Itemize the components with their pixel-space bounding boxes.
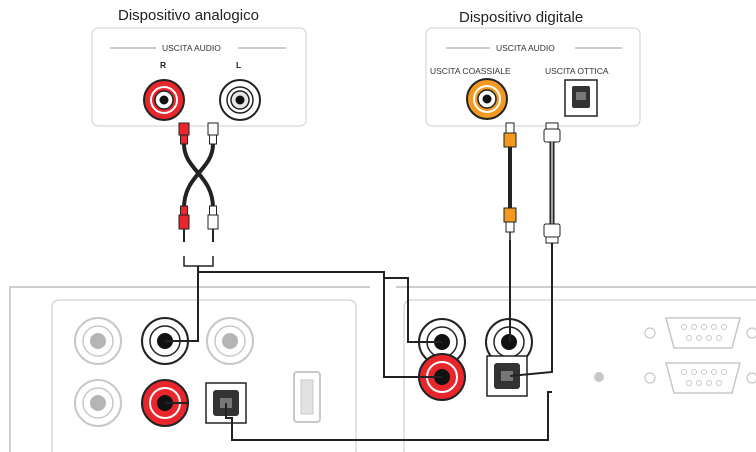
digital-device-title: Dispositivo digitale [459, 9, 584, 26]
usb-port [293, 371, 321, 423]
channel-left-label: L [236, 60, 242, 70]
analog-device-panel [91, 27, 307, 127]
analog-rca-cable [178, 122, 219, 267]
unused-jack-top-left [74, 317, 122, 365]
unused-jack-bottom-left [74, 379, 122, 427]
optical-cable [543, 122, 561, 244]
main-unit-rear-panel [9, 286, 756, 452]
indicator-dot [594, 372, 604, 382]
channel-right-label: R [160, 60, 167, 70]
optical-input-jack-right [486, 355, 528, 397]
analog-rca-right-jack [143, 79, 185, 121]
coaxial-cable [503, 122, 517, 240]
optical-output-jack [564, 79, 598, 117]
analog-rca-left-jack [219, 79, 261, 121]
coaxial-output-jack [466, 78, 508, 120]
unused-jack-top-right [206, 317, 254, 365]
connection-wires [165, 240, 553, 441]
coaxial-output-label: USCITA COASSIALE [430, 66, 511, 76]
digital-device-panel [425, 27, 641, 127]
digital-section-label: USCITA AUDIO [496, 43, 555, 53]
analog-section-label: USCITA AUDIO [162, 43, 221, 53]
serial-port-top [644, 317, 756, 349]
serial-port-bottom [644, 362, 756, 394]
analog-device-title: Dispositivo analogico [118, 7, 259, 24]
optical-output-label: USCITA OTTICA [545, 66, 609, 76]
